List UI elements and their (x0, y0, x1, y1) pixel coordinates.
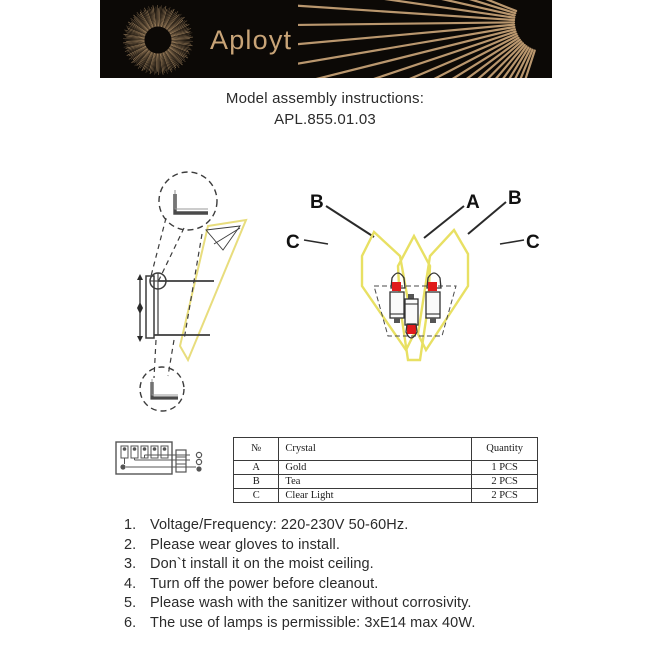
list-item-text: Voltage/Frequency: 220-230V 50-60Hz. (150, 517, 409, 533)
brand-wordmark: Aployt (210, 25, 293, 55)
header-banner: Aployt (100, 0, 552, 78)
list-item-text: Turn off the power before cleanout. (150, 575, 379, 592)
list-item-number: 2. (124, 536, 137, 553)
label-b-left: B (310, 192, 324, 213)
crystal-blade-side (178, 218, 248, 363)
label-c-right: C (526, 232, 540, 253)
cell-crystal: Clear Light (278, 488, 473, 503)
list-item: 5. Please wash with the sanitizer withou… (124, 595, 594, 615)
cell-crystal: Tea (278, 474, 473, 489)
list-item-number: 6. (124, 614, 137, 631)
list-item-number: 3. (124, 556, 137, 572)
list-item-text: Don`t install it on the moist ceiling. (150, 556, 374, 572)
label-a-center: A (466, 192, 480, 213)
table-row: C Clear Light 2 PCS (232, 488, 538, 503)
list-item: 6. The use of lamps is permissible: 3xE1… (124, 615, 594, 635)
column-header-quantity: Quantity (471, 437, 538, 461)
label-c-left: C (286, 232, 300, 253)
page-title-model-code: APL.855.01.03 (274, 111, 376, 128)
wall-bracket (145, 275, 155, 339)
cell-crystal: Gold (278, 460, 473, 475)
list-item: 2. Please wear gloves to install. (124, 537, 594, 557)
table-header-row: № Crystal Quantity (232, 437, 538, 461)
list-item-text: Please wash with the sanitizer without c… (150, 595, 472, 611)
column-header-crystal: Crystal (278, 437, 473, 461)
parts-table: № Crystal Quantity A Gold 1 PCS B Tea 2 … (232, 437, 538, 503)
front-view-assembly-diagram: B A B C C (286, 188, 540, 362)
list-item: 3. Don`t install it on the moist ceiling… (124, 556, 594, 576)
list-item-text: The use of lamps is permissible: 3xE14 m… (150, 614, 476, 631)
table-row: B Tea 2 PCS (232, 474, 538, 489)
cell-quantity: 2 PCS (471, 474, 538, 489)
wire-leads (126, 454, 196, 468)
label-b-right: B (508, 188, 522, 209)
page-title: Model assembly instructions: APL.855.01.… (0, 88, 650, 130)
terminal-pins (120, 445, 169, 459)
list-item: 1. Voltage/Frequency: 220-230V 50-60Hz. (124, 517, 594, 537)
table-row: A Gold 1 PCS (232, 460, 538, 475)
sunburst-eclipse-icon (123, 5, 193, 75)
list-item-number: 5. (124, 595, 137, 611)
list-item-number: 4. (124, 575, 137, 592)
connector-block (175, 449, 187, 473)
cell-no: A (232, 460, 280, 475)
bracket-detail-callout (139, 366, 185, 412)
terminal-block-body (115, 441, 173, 475)
column-header-no: № (232, 437, 280, 461)
lamp-socket-center (404, 294, 419, 339)
cell-no: B (232, 474, 280, 489)
side-view-assembly-diagram (137, 171, 248, 412)
terminal-block-wiring-diagram (115, 441, 203, 475)
crystal-blade-right (416, 227, 470, 353)
page-title-line-1: Model assembly instructions: (225, 90, 425, 107)
list-item-text: Please wear gloves to install. (150, 536, 340, 553)
radiating-rays-icon (298, 0, 536, 78)
lamp-socket-right (425, 272, 442, 323)
lamp-socket-left (389, 272, 406, 323)
instructions-list: 1. Voltage/Frequency: 220-230V 50-60Hz. … (124, 517, 594, 634)
cell-quantity: 2 PCS (471, 488, 538, 503)
ground-terminal (120, 464, 126, 470)
list-item-number: 1. (124, 517, 137, 533)
cell-no: C (232, 488, 280, 503)
cell-quantity: 1 PCS (471, 460, 538, 475)
bracket-detail-callout (158, 171, 218, 231)
list-item: 4. Turn off the power before cleanout. (124, 576, 594, 596)
